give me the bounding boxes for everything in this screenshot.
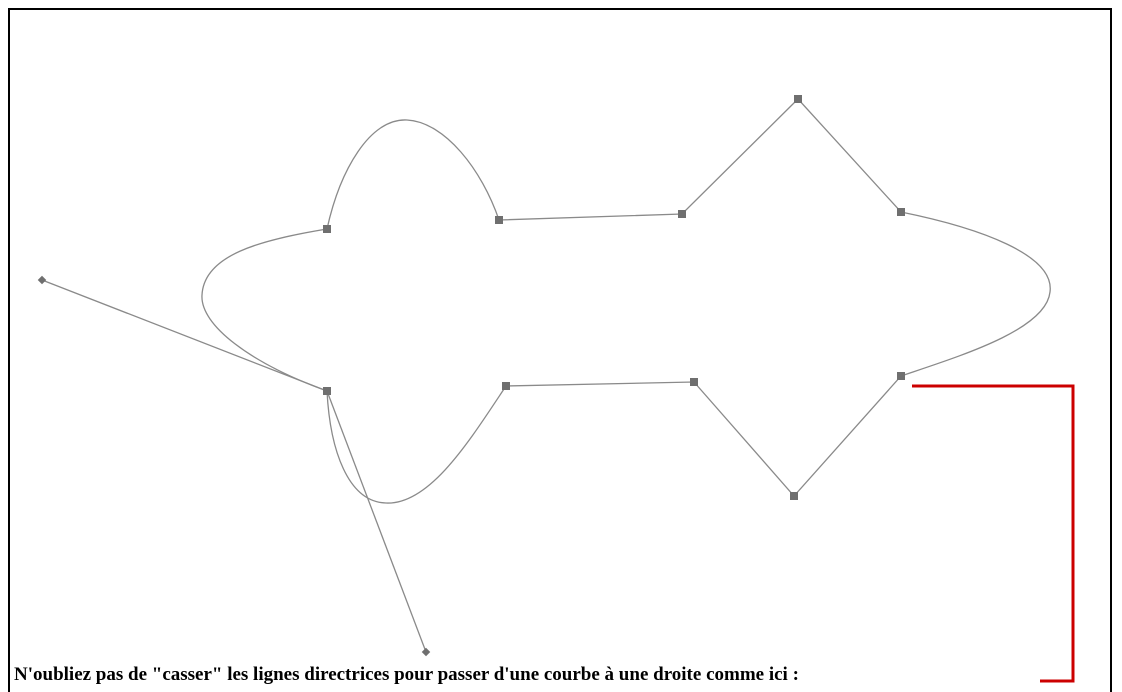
- anchor-point[interactable]: [897, 208, 905, 216]
- canvas-frame: [8, 8, 1112, 692]
- anchor-point[interactable]: [690, 378, 698, 386]
- anchor-point[interactable]: [897, 372, 905, 380]
- handle-point-upper[interactable]: [37, 275, 47, 285]
- anchor-point-broken[interactable]: [323, 387, 331, 395]
- handle-point-lower[interactable]: [421, 647, 431, 657]
- bezier-outline: [201, 98, 1051, 504]
- anchor-point[interactable]: [678, 210, 686, 218]
- callout-bracket: [912, 384, 1075, 683]
- anchor-point[interactable]: [794, 95, 802, 103]
- caption-text: N'oubliez pas de "casser" les lignes dir…: [14, 664, 799, 685]
- handle-line-lower: [326, 390, 427, 653]
- anchor-point[interactable]: [502, 382, 510, 390]
- anchor-point[interactable]: [790, 492, 798, 500]
- anchor-point[interactable]: [323, 225, 331, 233]
- handle-line-upper: [41, 279, 328, 392]
- anchor-point[interactable]: [495, 216, 503, 224]
